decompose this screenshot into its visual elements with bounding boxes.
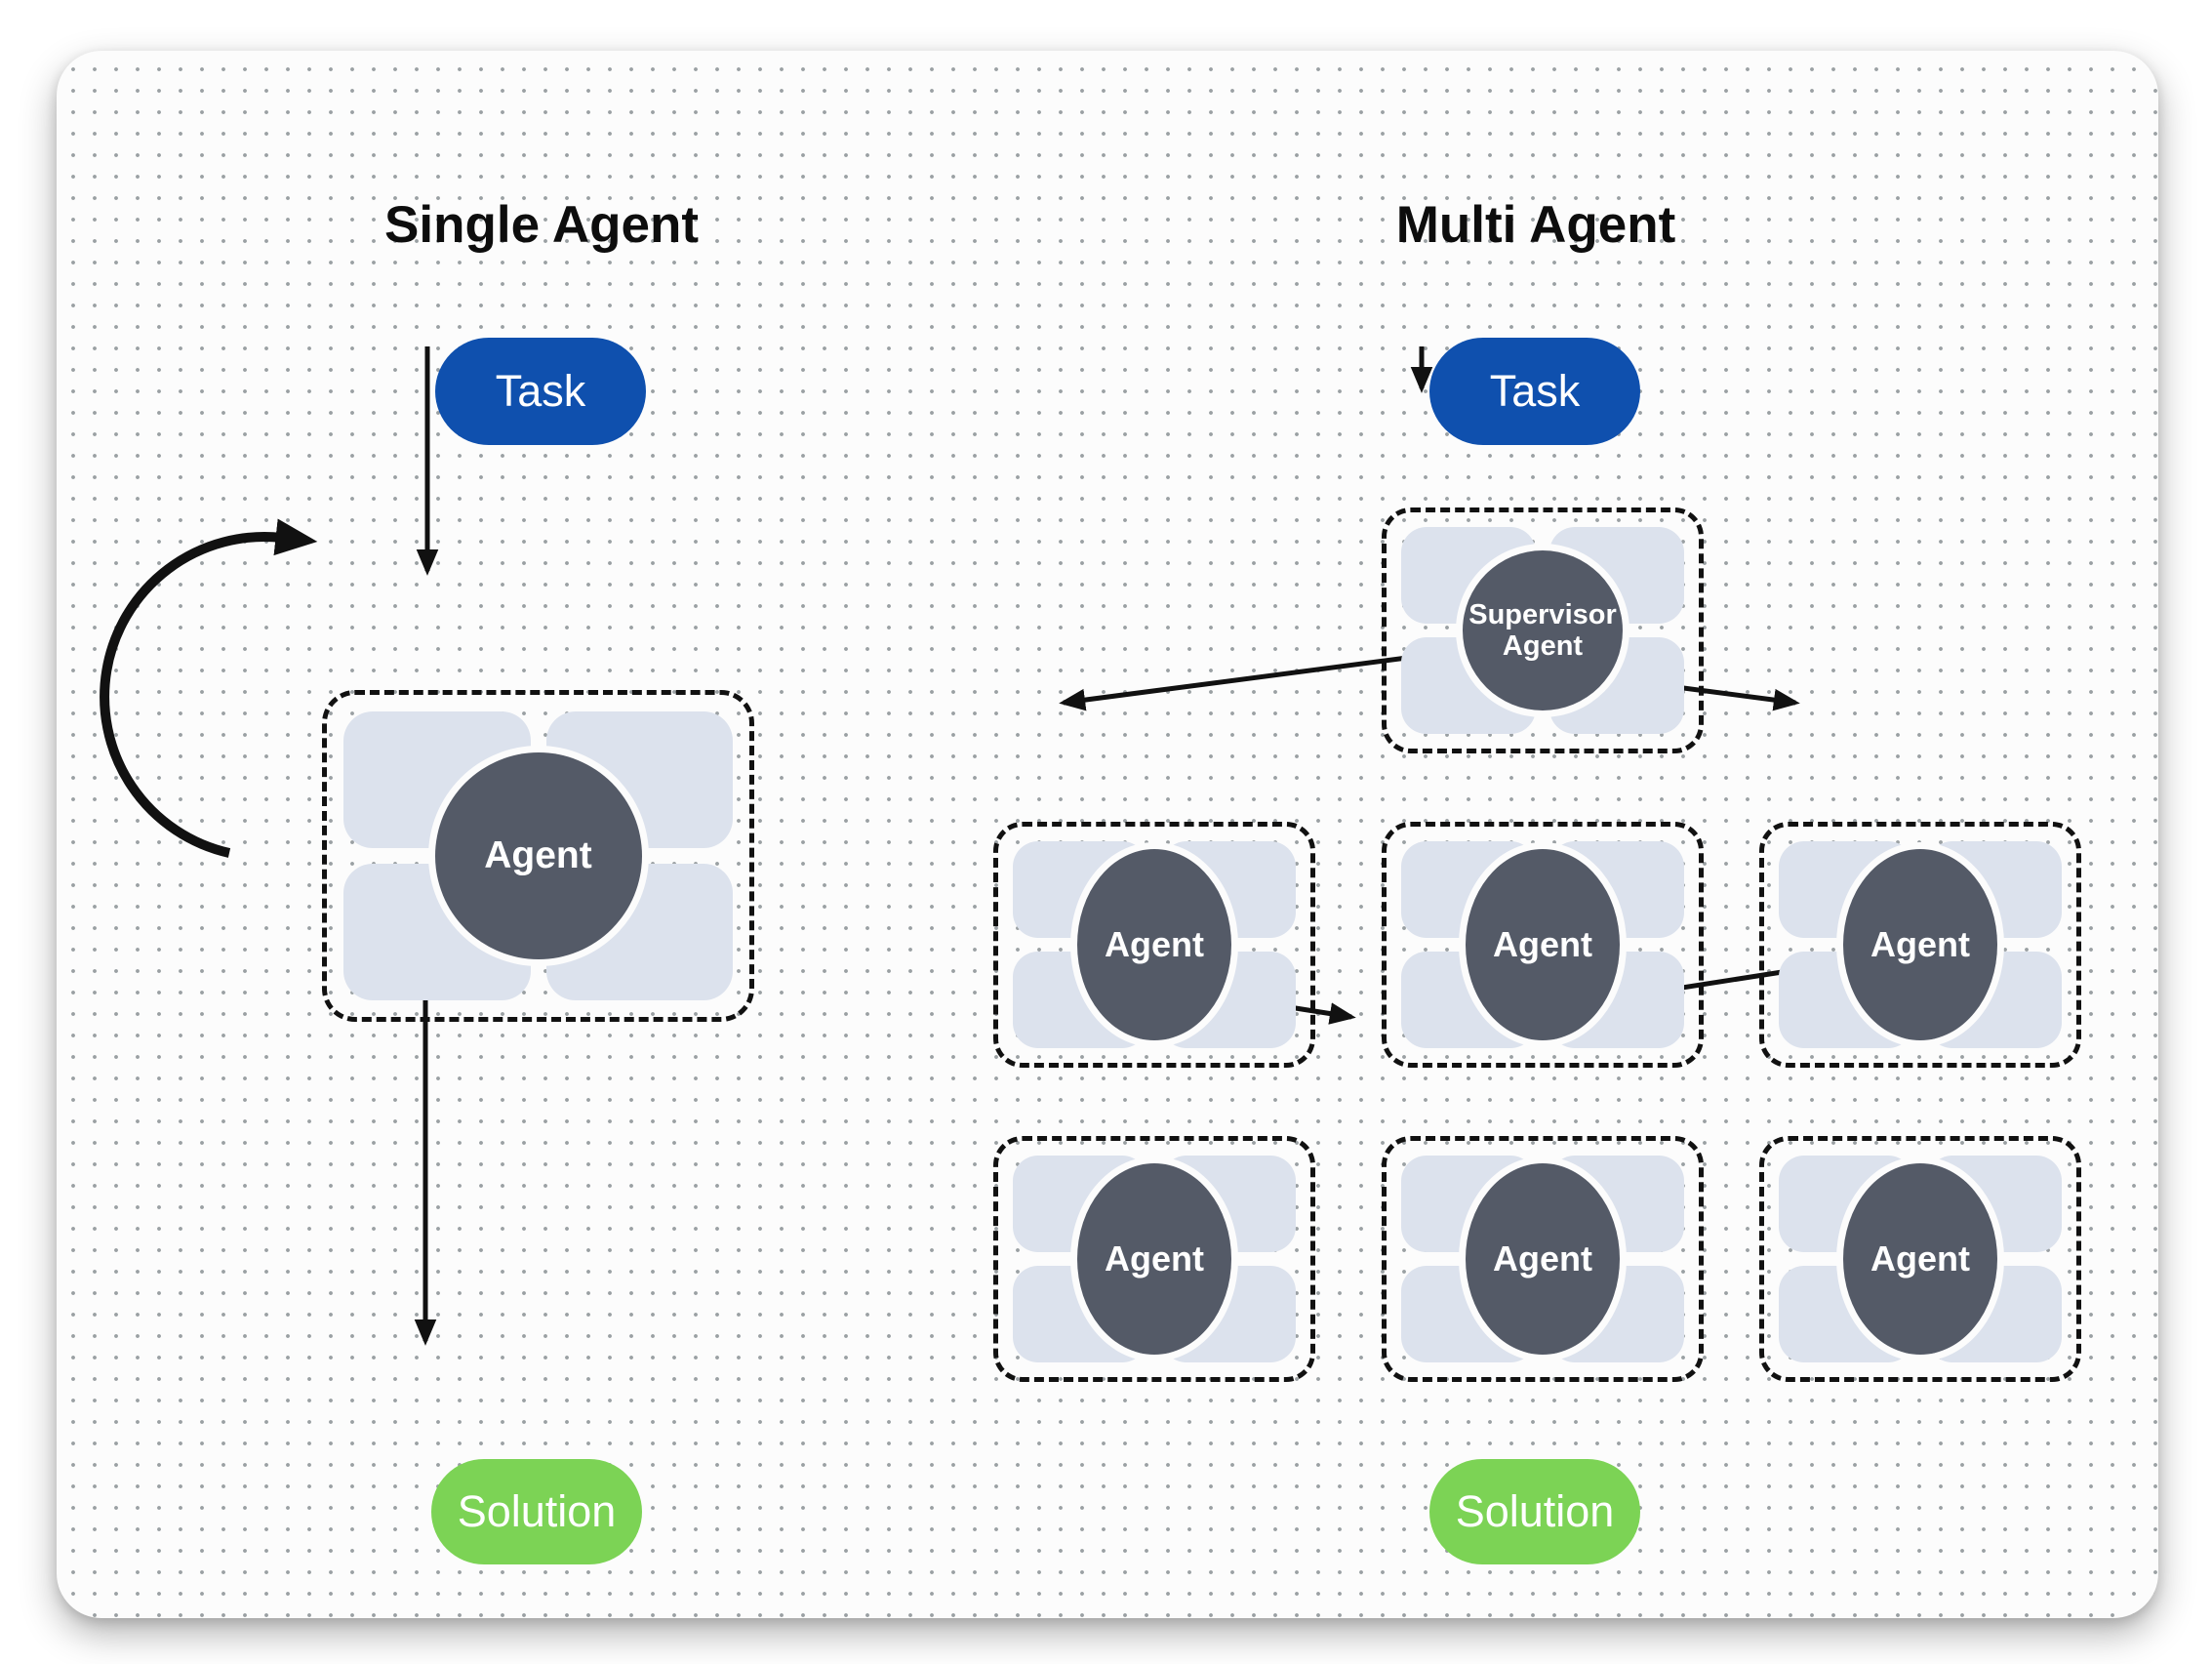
- supervisor-label-line1: Supervisor: [1468, 598, 1617, 630]
- worker-agent-box-row2-center: Agent: [1382, 1136, 1704, 1382]
- supervisor-agent-box: Supervisor Agent: [1382, 507, 1704, 753]
- single-solution-pill: Solution: [431, 1459, 642, 1564]
- multi-task-pill: Task: [1429, 338, 1640, 445]
- dotted-canvas-card: Single Agent Multi Agent Task Agent Solu…: [57, 51, 2158, 1618]
- multi-agent-title: Multi Agent: [1395, 196, 1676, 254]
- single-agent-title: Single Agent: [384, 196, 699, 254]
- agent-node: Agent: [434, 752, 642, 959]
- agent-node: Agent: [1466, 1163, 1620, 1355]
- worker-agent-box-row2-right: Agent: [1759, 1136, 2081, 1382]
- agent-node: Agent: [1077, 1163, 1231, 1355]
- agent-node: Agent: [1843, 1163, 1997, 1355]
- single-agent-box: Agent: [322, 690, 754, 1022]
- worker-agent-box-row2-left: Agent: [993, 1136, 1315, 1382]
- supervisor-agent-node: Supervisor Agent: [1463, 550, 1623, 710]
- multi-solution-pill: Solution: [1429, 1459, 1640, 1564]
- single-task-pill: Task: [435, 338, 646, 445]
- agent-node: Agent: [1466, 849, 1620, 1040]
- agent-node: Agent: [1077, 849, 1231, 1040]
- worker-agent-box-row1-right: Agent: [1759, 822, 2081, 1068]
- agent-node: Agent: [1843, 849, 1997, 1040]
- worker-agent-box-row1-left: Agent: [993, 822, 1315, 1068]
- worker-agent-box-row1-center: Agent: [1382, 822, 1704, 1068]
- supervisor-label-line2: Agent: [1502, 630, 1584, 662]
